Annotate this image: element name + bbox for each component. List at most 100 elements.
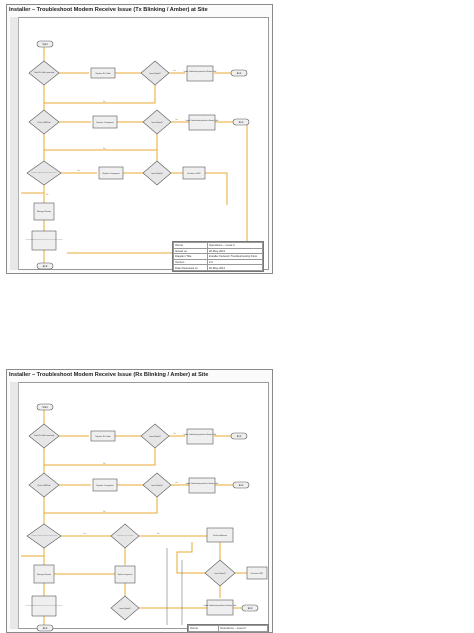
edge-label-no: No — [46, 194, 48, 196]
svg-text:Issue Solved?: Issue Solved? — [149, 436, 160, 438]
decision-issue-solved-3: Issue Solved? — [204, 559, 236, 587]
flowchart: No Yes No Yes Yes No Start Check Rx Cabl… — [21, 403, 268, 632]
edge-label-yes: Yes — [175, 482, 178, 484]
flowchart: No Yes No Yes Yes No Start Check Rx Cabl… — [21, 40, 250, 270]
decision-issue-solved-2: Issue Solved? — [142, 109, 172, 135]
process-replace-rx-cable: Replace Rx Cable — [90, 430, 116, 442]
edge-label-no: No — [103, 463, 105, 465]
process-replace-lnb: Replace Component — [92, 478, 118, 492]
svg-text:End: End — [248, 607, 253, 610]
svg-text:Check LNB/Dish: Check LNB/Dish — [37, 122, 50, 124]
decision-check-cable: Check Rx Cable connectivity — [28, 423, 60, 449]
decision-check-modem: Replace RF Cable and Check Rx and Tx Lev… — [26, 523, 62, 549]
decision-issue-solved-4: Issue Solved? — [110, 595, 140, 621]
process-manage-remote: Manage Remote — [33, 564, 55, 584]
svg-text:Update Troubleshooting workshe: Update Troubleshooting worksheet in Remo… — [186, 482, 219, 485]
svg-text:End: End — [237, 435, 242, 438]
svg-text:Update Troubleshooting workshe: Update Troubleshooting worksheet in Remo… — [184, 433, 217, 436]
end-terminal-4: End — [241, 604, 259, 612]
diagram-frame — [10, 382, 269, 629]
process-update-record-1: Update Troubleshooting worksheet in Remo… — [184, 65, 217, 82]
svg-text:Issue Solved?: Issue Solved? — [151, 485, 162, 487]
svg-text:Manage Remote: Manage Remote — [37, 573, 51, 576]
process-update-record-2: Update Troubleshooting worksheet in Remo… — [186, 114, 219, 131]
svg-text:Start: Start — [42, 406, 48, 409]
svg-text:Replace RF Cable and Check Rx: Replace RF Cable and Check Rx and Tx Lev… — [31, 172, 57, 174]
connectors — [21, 47, 248, 263]
svg-text:End: End — [239, 121, 244, 124]
process-update-record-3: Update Troubleshooting worksheet in Remo… — [26, 595, 63, 617]
edge-label-no: No — [157, 533, 159, 535]
svg-text:Replace Component: Replace Component — [102, 172, 120, 175]
svg-text:Issue Solved?: Issue Solved? — [151, 122, 162, 124]
decision-check-lnb: Check LNB/Dish — [28, 472, 60, 498]
process-update-record-3: Update Troubleshooting worksheet in Remo… — [26, 230, 63, 251]
svg-text:Update Troubleshooting workshe: Update Troubleshooting worksheet in Remo… — [186, 119, 219, 122]
edge-label-no: No — [103, 511, 105, 513]
process-replace-modem: Replace Component — [114, 565, 136, 584]
svg-text:Replace Component: Replace Component — [96, 484, 114, 487]
svg-text:Issue Solved?: Issue Solved? — [149, 73, 160, 75]
decision-issue-solved-2: Issue Solved? — [142, 472, 172, 498]
end-terminal-2: End — [232, 118, 250, 126]
svg-text:Check Rx Cable connectivity: Check Rx Cable connectivity — [34, 434, 54, 437]
svg-text:Manage Remote: Manage Remote — [37, 210, 51, 213]
svg-text:Check SNR for Level in Modem: Check SNR for Level in Modem — [117, 535, 134, 537]
decision-issue-solved-1: Issue Solved? — [140, 60, 170, 86]
swimlane-header — [10, 17, 19, 270]
svg-text:Recheck Antenna: Recheck Antenna — [213, 534, 227, 537]
svg-text:Replace RF Cable and Check Rx: Replace RF Cable and Check Rx and Tx Lev… — [31, 535, 57, 537]
end-terminal-3: End — [36, 624, 54, 632]
process-replace-lnb: Replace Component — [92, 115, 118, 129]
diagram-page-tx: Installer – Troubleshoot Modem Receive I… — [6, 4, 273, 274]
process-escalate-nmt: Escalate to NMT — [246, 566, 268, 580]
edge-label-no: No — [103, 101, 105, 103]
diagram-frame — [10, 17, 269, 270]
process-update-record-1: Update Troubleshooting worksheet in Remo… — [184, 428, 217, 445]
svg-text:Update Troubleshooting workshe: Update Troubleshooting worksheet in Remo… — [184, 70, 217, 73]
swimlane-header — [10, 382, 19, 629]
process-manage-remote: Manage Remote — [33, 202, 55, 221]
svg-text:Escalate to NMT: Escalate to NMT — [251, 572, 263, 575]
end-terminal-1: End — [230, 69, 248, 77]
svg-text:Escalate to NMT: Escalate to NMT — [187, 172, 201, 175]
svg-text:Replace Rx Cable: Replace Rx Cable — [95, 73, 110, 75]
diagram-page-rx: Installer – Troubleshoot Modem Receive I… — [6, 369, 273, 633]
edge-label-yes: Yes — [173, 433, 176, 435]
svg-text:End: End — [43, 627, 48, 630]
start-terminal: Start — [36, 403, 54, 411]
process-replace-modem: Replace Component — [98, 166, 124, 180]
page-title: Installer – Troubleshoot Modem Receive I… — [9, 372, 209, 378]
svg-text:Update Troubleshooting workshe: Update Troubleshooting worksheet in Remo… — [204, 604, 237, 607]
connectors — [21, 410, 247, 625]
page-title: Installer – Troubleshoot Modem Receive I… — [9, 7, 208, 13]
svg-text:End: End — [43, 265, 48, 268]
svg-text:Issue Solved?: Issue Solved? — [214, 573, 225, 575]
decision-issue-solved-1: Issue Solved? — [140, 423, 170, 449]
process-escalate-nmt: Escalate to NMT — [182, 166, 206, 180]
decision-issue-solved-3: Issue Solved? — [142, 160, 172, 186]
process-update-record-4: Update Troubleshooting worksheet in Remo… — [204, 599, 237, 616]
svg-text:Replace Component: Replace Component — [96, 121, 114, 124]
svg-text:Check Rx Cable connectivity: Check Rx Cable connectivity — [34, 71, 54, 74]
end-terminal-3: End — [36, 262, 54, 270]
svg-text:Issue Solved?: Issue Solved? — [151, 173, 162, 175]
process-replace-rx-cable: Replace Rx Cable — [90, 67, 116, 79]
svg-text:Replace Rx Cable: Replace Rx Cable — [95, 436, 110, 438]
start-terminal: Start — [36, 40, 54, 48]
decision-check-cable: Check Rx Cable connectivity — [28, 60, 60, 86]
svg-text:End: End — [237, 72, 242, 75]
end-terminal-2: End — [232, 481, 250, 489]
edge-label-yes: Yes — [77, 170, 80, 172]
svg-text:Update Troubleshooting workshe: Update Troubleshooting worksheet in Remo… — [26, 604, 63, 607]
edge-label-yes: Yes — [175, 119, 178, 121]
process-update-record-2: Update Troubleshooting worksheet in Remo… — [186, 477, 219, 494]
svg-text:Start: Start — [42, 43, 48, 46]
svg-text:End: End — [239, 484, 244, 487]
